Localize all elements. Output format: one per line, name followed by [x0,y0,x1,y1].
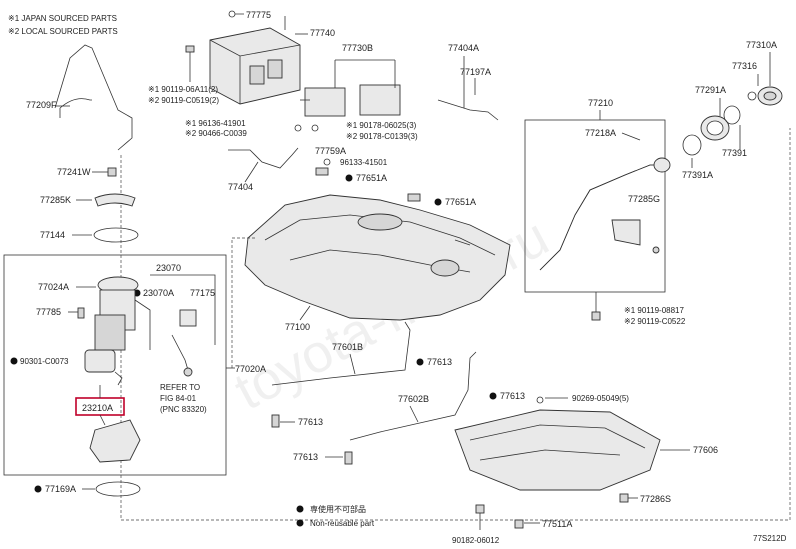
label-23070A[interactable]: 23070A [143,288,174,298]
pump-bracket[interactable] [89,419,141,463]
label-77404[interactable]: 77404 [228,182,253,192]
label-77759A[interactable]: 77759A [315,146,346,156]
filler-pipe-77210[interactable] [539,157,671,271]
label-77651A-1[interactable]: 77651A [356,173,387,183]
label-90119-d[interactable]: ※2 90119-C0522 [624,317,686,326]
label-77285G[interactable]: 77285G [628,194,660,204]
label-77730B[interactable]: 77730B [342,43,373,53]
label-96136[interactable]: ※1 96136-41901 [185,119,246,128]
legend-see-image: 専使用不可部品 [310,504,366,514]
valve-77730B[interactable] [300,84,401,117]
label-77144[interactable]: 77144 [40,230,65,240]
label-96133[interactable]: 96133-41501 [340,158,388,167]
label-77740[interactable]: 77740 [310,28,335,38]
label-77100[interactable]: 77100 [285,322,310,332]
label-77316[interactable]: 77316 [732,61,757,71]
label-77286S[interactable]: 77286S [640,494,671,504]
label-77285K[interactable]: 77285K [40,195,71,205]
charcoal-canister-77740[interactable] [209,27,301,105]
label-77775[interactable]: 77775 [246,10,271,20]
gasket-77169A[interactable] [95,481,141,497]
label-90466[interactable]: ※2 90466-C0039 [185,129,247,138]
label-77020A[interactable]: 77020A [235,364,266,374]
tank-band-77601B[interactable] [271,321,411,386]
label-90178-a[interactable]: ※1 90178-06025(3) [346,121,417,130]
tube-77404[interactable] [228,147,299,169]
label-77209F[interactable]: 77209F [26,100,57,110]
hose-77404A[interactable] [437,99,499,121]
label-77785[interactable]: 77785 [36,307,61,317]
clamp-77285K[interactable] [94,193,136,207]
refer-line-3: (PNC 83320) [160,405,207,414]
fuel-cap-77310A[interactable] [757,86,783,106]
label-90301[interactable]: 90301-C0073 [20,357,69,366]
label-77241W[interactable]: 77241W [57,167,91,177]
label-77391A[interactable]: 77391A [682,170,713,180]
label-77511A[interactable]: 77511A [542,519,572,529]
refer-line-2: FIG 84-01 [160,394,197,403]
lock-ring-77144[interactable] [93,227,139,243]
label-77613-2[interactable]: 77613 [500,391,525,401]
label-90178-b[interactable]: ※2 90178-C0139(3) [346,132,418,141]
diagram-code: 77S212D [753,534,787,543]
tank-band-77602B[interactable] [349,351,477,441]
label-77391[interactable]: 77391 [722,148,747,158]
label-77606[interactable]: 77606 [693,445,718,455]
label-77024A[interactable]: 77024A [38,282,69,292]
refer-line-1: REFER TO [160,383,200,392]
label-77310A[interactable]: 77310A [746,40,777,50]
label-90182[interactable]: 90182-06012 [452,536,500,545]
label-90269[interactable]: 90269-05049(5) [572,394,629,403]
label-77175[interactable]: 77175 [190,288,215,298]
filler-pipe-frame [524,119,666,293]
label-77291A[interactable]: 77291A [695,85,726,95]
label-77601B[interactable]: 77601B [332,342,363,352]
vapor-tube-77209F[interactable] [54,44,133,151]
filler-ring-77291A[interactable] [682,105,741,156]
fuel-tank-77100[interactable] [244,194,511,321]
label-77404A[interactable]: 77404A [448,43,479,53]
label-77169A[interactable]: 77169A [45,484,76,494]
label-77613-4[interactable]: 77613 [293,452,318,462]
pump-group-frame [3,254,227,476]
label-77197A[interactable]: 77197A [460,67,491,77]
label-77602B[interactable]: 77602B [398,394,429,404]
label-77210[interactable]: 77210 [588,98,613,108]
label-77613-3[interactable]: 77613 [298,417,323,427]
label-23070[interactable]: 23070 [156,263,181,273]
label-90119-c[interactable]: ※1 90119-08817 [624,306,684,315]
note-japan: ※1 JAPAN SOURCED PARTS [8,14,117,23]
label-90119-a[interactable]: ※1 90119-06A11(2) [148,85,218,94]
fuel-pump-module[interactable] [94,276,197,377]
left-bracket [120,155,255,521]
tank-protector-77606[interactable] [454,409,661,491]
label-90119-b[interactable]: ※2 90119-C0519(2) [148,96,219,105]
note-local: ※2 LOCAL SOURCED PARTS [8,27,118,36]
label-77651A-2[interactable]: 77651A [445,197,476,207]
label-77218A[interactable]: 77218A [585,128,616,138]
tank-group-bracket [255,128,791,521]
legend-non-reusable: Non-reusable part [310,519,375,528]
fuel-pump-23210A[interactable] [84,349,116,373]
label-23210A[interactable]: 23210A [82,403,113,413]
label-77613-1[interactable]: 77613 [427,357,452,367]
